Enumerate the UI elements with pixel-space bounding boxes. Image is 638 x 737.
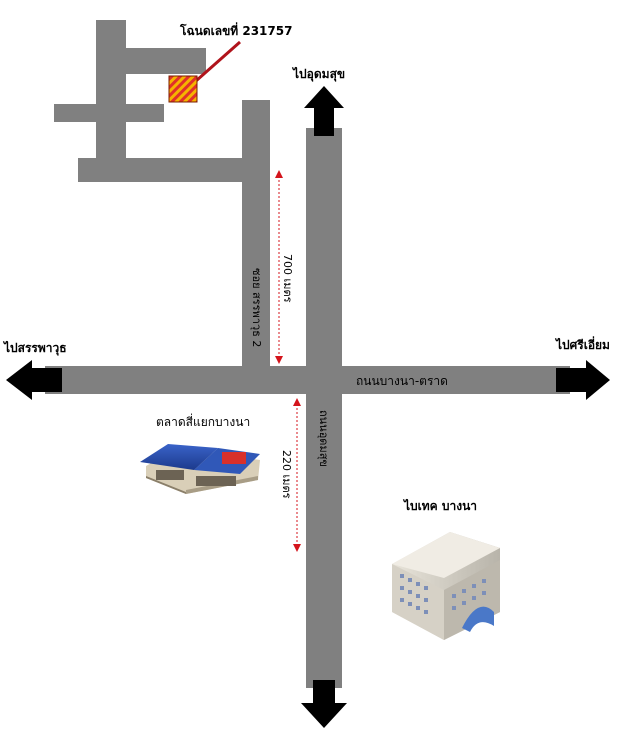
plot-marker-icon xyxy=(168,75,198,103)
direction-west-label: ไปสรรพาวุธ xyxy=(2,340,67,356)
arrow-north-icon xyxy=(304,86,344,136)
udomsuk-label: ถนนอุดมสุข xyxy=(317,410,330,467)
arrow-west-icon xyxy=(6,360,62,400)
arrow-south-icon xyxy=(301,680,347,728)
udomsuk-road xyxy=(306,128,342,688)
bangna-trat-label: ถนนบางนา-ตราด xyxy=(356,374,448,388)
bitec-building-icon xyxy=(392,532,500,640)
distance-line-south xyxy=(293,398,301,552)
soi-label: ซอย สรรพาวุธ 2 xyxy=(250,268,263,347)
distance-line-north xyxy=(275,170,283,364)
arrow-east-icon xyxy=(556,360,610,400)
bitec-label: ไบเทค บางนา xyxy=(402,498,477,513)
direction-north-label: ไปอุดมสุข xyxy=(291,66,345,82)
distance-south-label: 220 เมตร xyxy=(280,450,293,499)
market-label: ตลาดสี่แยกบางนา xyxy=(156,413,250,429)
soi-road xyxy=(242,100,270,370)
market-building-icon xyxy=(140,444,260,494)
local-roads xyxy=(54,20,268,182)
direction-east-label: ไปศรีเอี่ยม xyxy=(554,336,610,352)
plot-label: โฉนดเลขที่ 231757 xyxy=(179,22,292,38)
distance-north-label: 700 เมตร xyxy=(281,254,294,303)
